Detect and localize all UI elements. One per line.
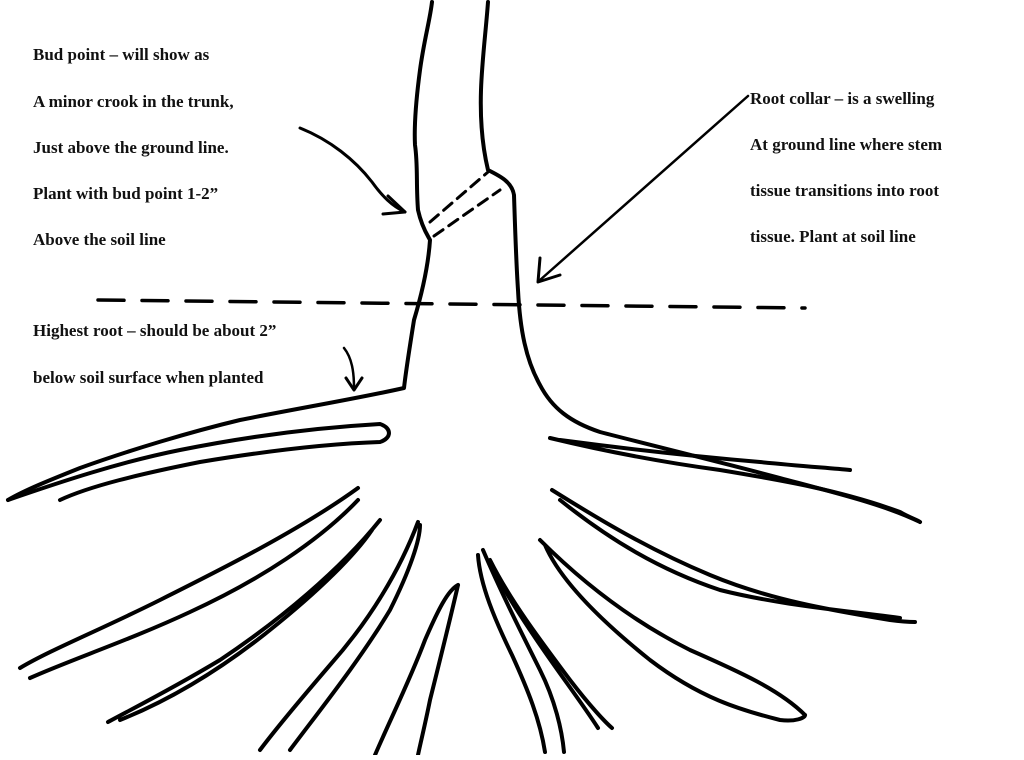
bud-point-label-line-2: A minor crook in the trunk, (33, 92, 234, 111)
root-right-1 (548, 436, 922, 524)
bud-crook-dash-1 (428, 170, 490, 224)
bud-point-arrowhead (381, 194, 407, 216)
bud-point-label-line-3: Just above the ground line. (33, 138, 229, 157)
bud-crook-dash-2 (432, 188, 502, 238)
trunk-left-outline (6, 0, 434, 502)
highest-root-label-line-2: below soil surface when planted (33, 368, 264, 387)
root-collar-label-line-2: At ground line where stem (750, 135, 943, 154)
root-collar-label-line-4: tissue. Plant at soil line (750, 227, 916, 246)
root-center (476, 548, 566, 754)
highest-root-label-line-1: Highest root – should be about 2” (33, 321, 277, 340)
root-collar-label-line-1: Root collar – is a swelling (750, 89, 935, 108)
highest-root-arrowhead (344, 376, 364, 392)
root-collar-label-line-3: tissue transitions into root (750, 181, 940, 200)
root-center-left (373, 583, 460, 757)
trunk-right-outline (478, 0, 922, 524)
soil-line (96, 298, 807, 310)
root-left-3 (258, 520, 422, 752)
root-left-2 (106, 518, 382, 724)
root-collar-arrowhead (536, 256, 562, 284)
root-right-3 (538, 538, 807, 723)
root-collar-arrow (538, 94, 750, 282)
bud-point-arrow (298, 126, 407, 214)
bud-point-label-line-5: Above the soil line (33, 230, 166, 249)
root-upper-left (6, 422, 391, 502)
highest-root-arrow (342, 346, 356, 390)
bud-point-label-line-4: Plant with bud point 1-2” (33, 184, 219, 203)
root-right-2 (550, 488, 917, 624)
root-left-long (18, 486, 360, 680)
bud-point-label-line-1: Bud point – will show as (33, 45, 210, 64)
root-center-right (488, 558, 614, 730)
